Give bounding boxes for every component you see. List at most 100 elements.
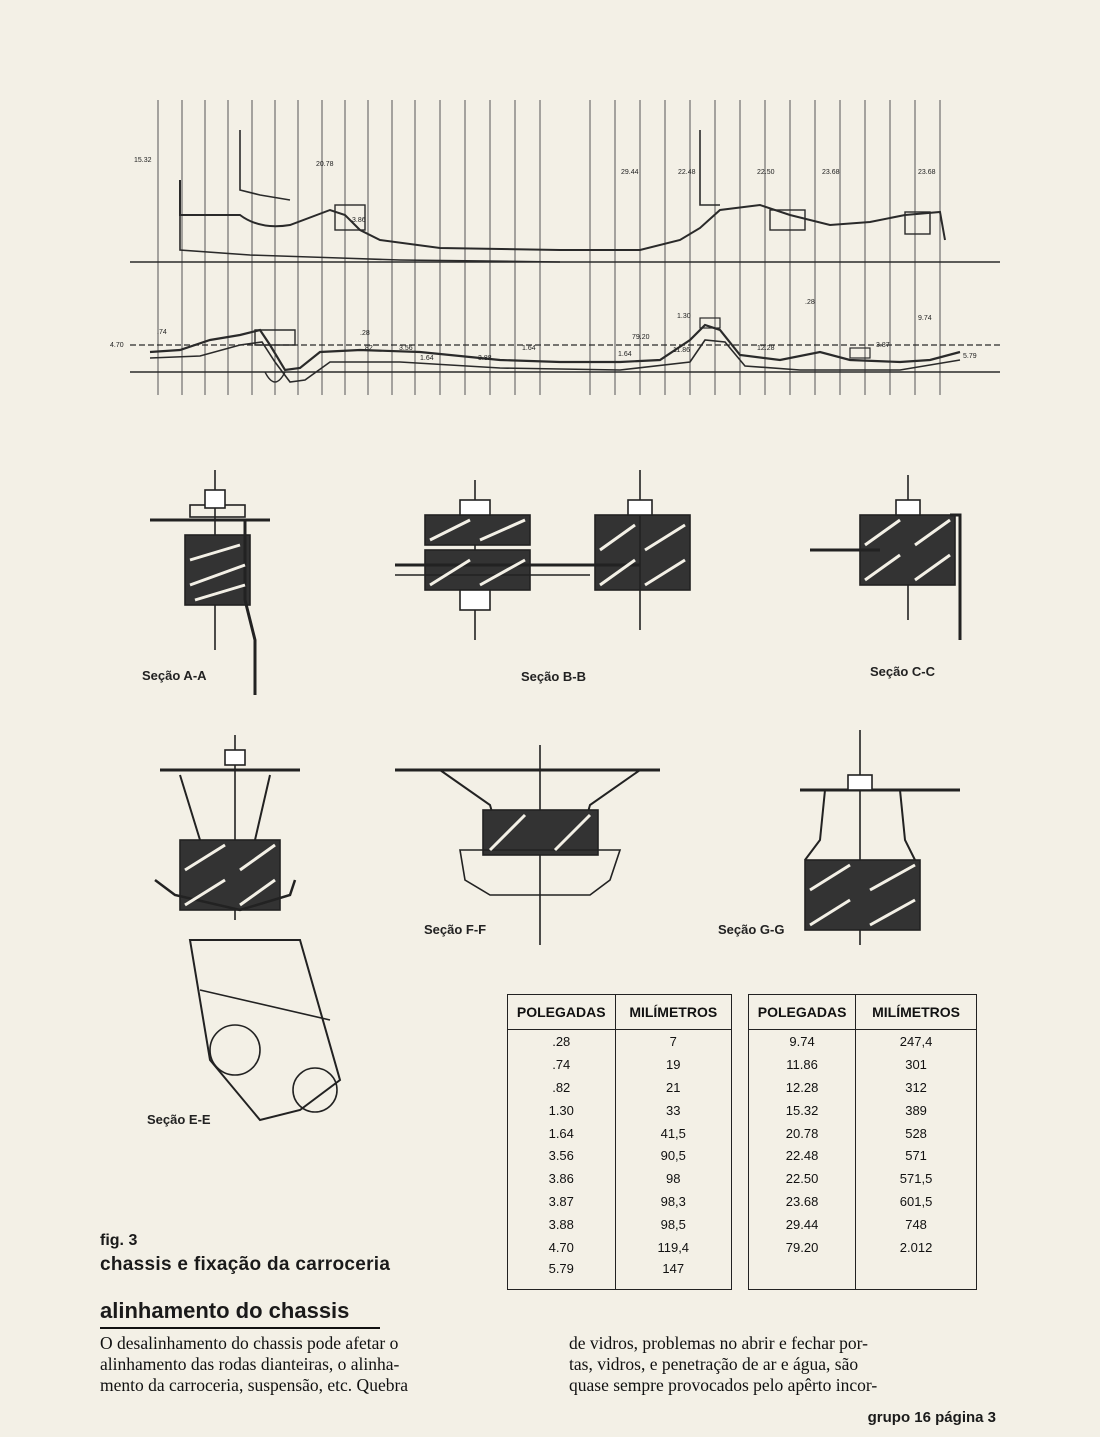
mm-cell: 147 (614, 1258, 733, 1290)
mm-cell: 389 (855, 1098, 977, 1122)
section-heading: alinhamento do chassis (100, 1298, 350, 1323)
dimension-label: 22.48 (678, 169, 696, 176)
mm-cell: 312 (855, 1075, 977, 1099)
dimension-label: 79.20 (632, 334, 650, 341)
inch-cell (747, 1258, 857, 1290)
mm-cell: 90,5 (614, 1144, 733, 1168)
inch-cell: .28 (507, 1029, 616, 1053)
inch-cell: .74 (507, 1052, 616, 1076)
dimension-label: 9.74 (918, 315, 932, 322)
dimension-label: .82 (363, 345, 373, 352)
dimension-label: 29.44 (621, 169, 639, 176)
mm-cell: 7 (614, 1029, 733, 1053)
inch-cell: 1.64 (507, 1121, 616, 1145)
text-line: quase sempre provocados pelo apêrto inco… (569, 1375, 878, 1395)
section-label-ff: Seção F-F (424, 922, 487, 937)
dimension-label: 11.86 (673, 347, 690, 354)
inch-cell: 3.88 (507, 1213, 616, 1237)
dimension-label: 22.50 (757, 169, 775, 176)
inch-cell: 4.70 (507, 1236, 616, 1259)
mm-cell: 301 (855, 1052, 977, 1076)
dimension-label: 1.64 (618, 351, 632, 358)
inch-cell: 1.30 (507, 1098, 616, 1122)
inch-cell: 22.50 (747, 1167, 857, 1191)
mm-cell: 571 (855, 1144, 977, 1168)
dimension-label: 1.30 (677, 313, 691, 320)
dimension-label: 3.87 (876, 342, 890, 349)
dimension-label: 5.79 (963, 353, 977, 360)
table-row (747, 1258, 977, 1290)
dimension-label: 12.28 (757, 345, 775, 352)
inch-cell: 9.74 (747, 1029, 857, 1053)
inch-cell: 29.44 (747, 1213, 857, 1237)
figure-number: fig. 3 (100, 1232, 138, 1249)
dimension-label: 1.64 (420, 355, 434, 362)
dimension-label: .28 (360, 330, 370, 337)
header-polegadas: POLEGADAS (747, 994, 857, 1030)
chassis-drawing: 15.32 20.78 29.44 22.48 22.50 23.68 23.6… (110, 100, 1000, 1122)
mm-cell: 98,5 (614, 1213, 733, 1237)
dimension-label: 23.68 (822, 169, 840, 176)
dimension-label: 3.88 (478, 355, 492, 362)
inch-cell: 23.68 (747, 1190, 857, 1214)
section-label-ee: Seção E-E (147, 1112, 211, 1127)
section-label-cc: Seção C-C (870, 664, 936, 679)
mm-cell: 98 (614, 1167, 733, 1191)
mm-cell: 2.012 (855, 1236, 977, 1259)
section-label-aa: Seção A-A (142, 668, 207, 683)
article-column-1: O desalinhamento do chassis pode afetar … (100, 1333, 523, 1396)
mm-cell: 119,4 (614, 1236, 733, 1259)
dimension-label: 3.86 (352, 217, 366, 224)
header-polegadas: POLEGADAS (507, 994, 616, 1030)
mm-cell: 528 (855, 1121, 977, 1145)
figure-title: chassis e fixação da carroceria (100, 1254, 391, 1275)
mm-cell: 247,4 (855, 1029, 977, 1053)
inch-cell: 12.28 (747, 1075, 857, 1099)
dimension-label: 4.70 (110, 342, 124, 349)
mm-cell (855, 1258, 977, 1290)
dimension-label: .28 (805, 299, 815, 306)
text-line: mento da carroceria, suspensão, etc. Que… (100, 1375, 409, 1395)
header-milimetros: MILÍMETROS (855, 994, 977, 1030)
page-footer: grupo 16 página 3 (867, 1409, 996, 1426)
mm-cell: 41,5 (614, 1121, 733, 1145)
inch-cell: 3.86 (507, 1167, 616, 1191)
heading-underline (100, 1327, 380, 1329)
mm-cell: 748 (855, 1213, 977, 1237)
article-column-2: de vidros, problemas no abrir e fechar p… (569, 1333, 994, 1396)
inch-cell: 3.87 (507, 1190, 616, 1214)
text-line: de vidros, problemas no abrir e fechar p… (569, 1333, 868, 1353)
inch-cell: 11.86 (747, 1052, 857, 1076)
inch-cell: 3.56 (507, 1144, 616, 1168)
inch-cell: 22.48 (747, 1144, 857, 1168)
text-line: alinhamento das rodas dianteiras, o alin… (100, 1354, 400, 1374)
mm-cell: 601,5 (855, 1190, 977, 1214)
section-label-bb: Seção B-B (521, 669, 587, 684)
inch-cell: 79.20 (747, 1236, 857, 1259)
mm-cell: 98,3 (614, 1190, 733, 1214)
mm-cell: 33 (614, 1098, 733, 1122)
mm-cell: 571,5 (855, 1167, 977, 1191)
inch-cell: .82 (507, 1075, 616, 1099)
dimension-label: 1.64 (522, 345, 536, 352)
